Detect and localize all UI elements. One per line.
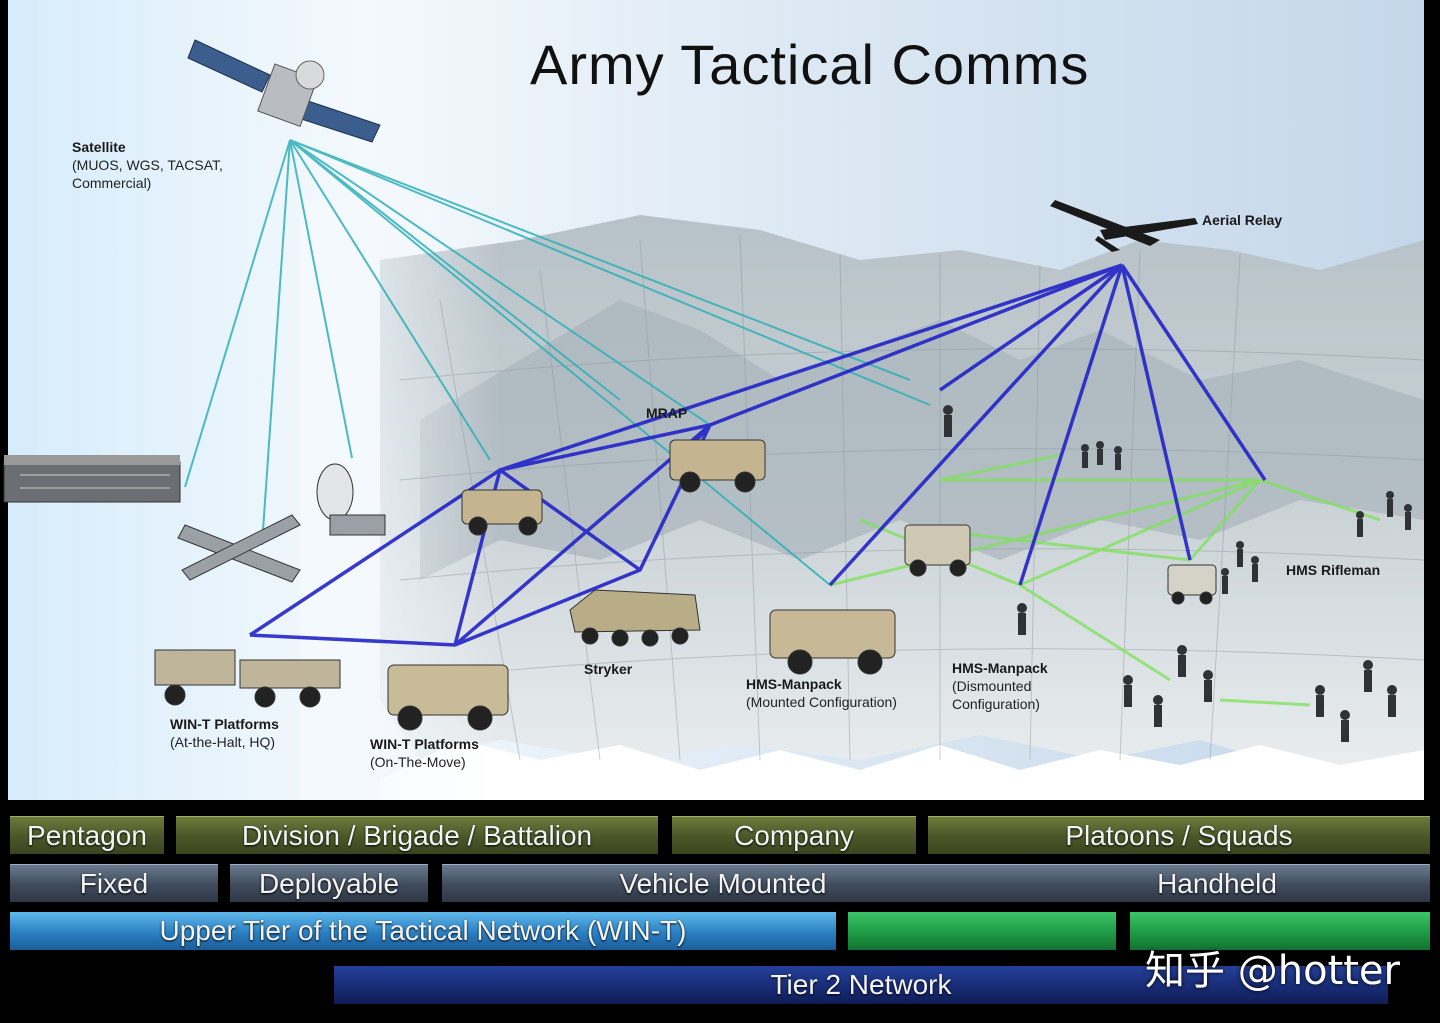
aerial-relay-drone-icon [1050, 200, 1198, 252]
hms-rifleman-label: HMS Rifleman [1286, 562, 1381, 578]
band-division-brigade-battalion: Division / Brigade / Battalion [176, 816, 658, 854]
satellite-links [184, 139, 931, 586]
hms-mounted-vehicle-icon [769, 609, 896, 675]
band-platoons-squads: Platoons / Squads [928, 816, 1430, 854]
mountain-ridge [420, 300, 1424, 580]
band-upper-tier-win-t: Upper Tier of the Tactical Network (WIN-… [10, 912, 836, 950]
hms-manpack-dismounted-detail-2: Configuration) [952, 696, 1040, 712]
band-tier-2-network: Tier 2 Network [334, 966, 1388, 1004]
satellite-label: Satellite [72, 139, 126, 155]
band-fixed: Fixed [10, 864, 218, 902]
band-pentagon: Pentagon [10, 816, 164, 854]
band-company: Company [672, 816, 916, 854]
band-handheld: Handheld [1004, 864, 1430, 902]
mrap-vehicle-icon [669, 439, 766, 493]
snow-foreground [380, 740, 1424, 800]
win-t-halt-detail: (At-the-Halt, HQ) [170, 734, 276, 750]
win-t-move-detail: (On-The-Move) [370, 754, 466, 770]
satellite-detail-1: (MUOS, WGS, TACSAT, [72, 157, 223, 173]
ground-links [829, 453, 1381, 707]
mrap-label: MRAP [646, 405, 688, 421]
humvee-icon [904, 524, 971, 577]
satellite-detail-2: Commercial) [72, 175, 152, 191]
win-t-move-vehicle-icon [387, 664, 509, 731]
hms-manpack-mounted-detail: (Mounted Configuration) [746, 694, 897, 710]
mrap-vehicle-2-icon [461, 489, 543, 536]
win-t-halt-label: WIN-T Platforms [170, 716, 279, 732]
aerial-relay-label: Aerial Relay [1202, 212, 1283, 228]
band-green-segment-2 [1130, 912, 1430, 950]
hms-manpack-mounted-label: HMS-Manpack [746, 676, 842, 692]
squad-vehicle-icon [1167, 564, 1217, 605]
satellite-icon [187, 39, 381, 143]
band-vehicle-mounted: Vehicle Mounted [442, 864, 1004, 902]
page-title: Army Tactical Comms [530, 33, 1090, 96]
win-t-halt-truck-icon [154, 649, 341, 708]
hms-manpack-dismounted-detail-1: (Dismounted [952, 678, 1032, 694]
relay-links [249, 263, 1267, 647]
band-green-segment-1 [848, 912, 1116, 950]
soldier-group-icons [943, 405, 1412, 742]
win-t-move-label: WIN-T Platforms [370, 736, 479, 752]
band-deployable: Deployable [230, 864, 428, 902]
fixed-hq-building-icon [3, 455, 181, 503]
watermark: 知乎 @hotter [1145, 948, 1400, 994]
stryker-vehicle-icon [569, 589, 701, 647]
hms-manpack-dismounted-label: HMS-Manpack [952, 660, 1048, 676]
deployable-antenna-icon [177, 463, 386, 583]
stryker-label: Stryker [584, 661, 633, 677]
